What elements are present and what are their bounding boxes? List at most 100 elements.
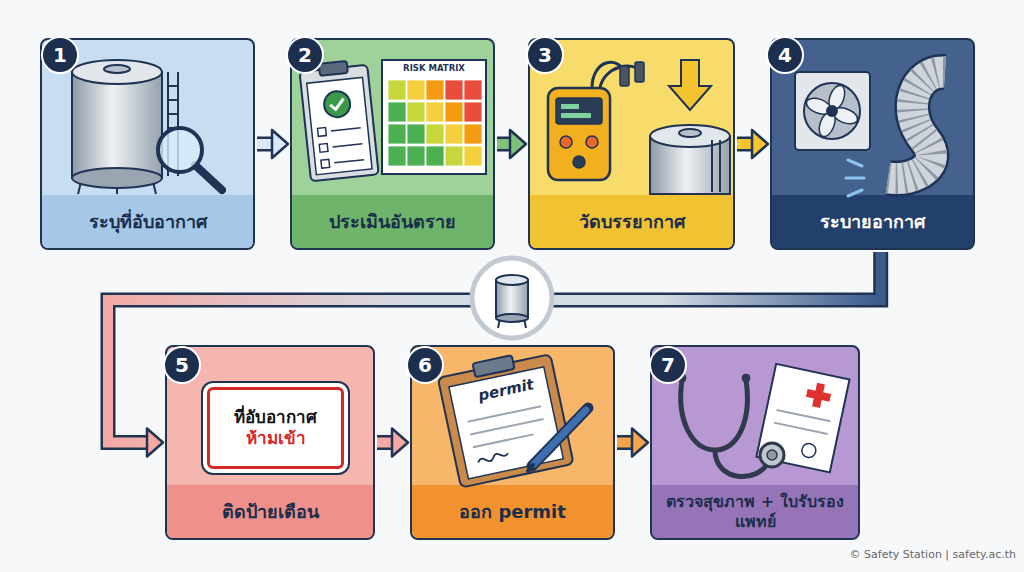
step-label: ระบายอากาศ [810,211,935,233]
arrow-outline [377,435,392,450]
tank-icon [72,60,178,194]
airflow-marks [846,177,864,180]
arrow-body [257,139,272,149]
callout-number: 1 [41,36,79,74]
arrow-body [737,139,752,149]
tank-icon [167,72,169,176]
permit-clipboard [449,367,563,479]
step-label: ประเมินอันตราย [319,211,466,233]
arrow-outline [497,137,510,152]
label-band: ตรวจสุขภาพ + ใบรับรองแพทย์ [652,485,858,538]
medical-certificate [801,442,818,459]
risk-matrix-cells [426,80,444,100]
risk-matrix-cells [464,102,482,122]
risk-matrix-cells [426,102,444,122]
flow-arrow [617,429,648,457]
tank-icon [168,85,178,87]
tank-icon [177,72,179,176]
step-box: ระบุที่อับอากาศ [40,38,255,250]
gas-detector [635,62,644,82]
tank-icon [679,129,701,137]
tank-icon [72,60,162,84]
risk-matrix-cells [388,124,406,144]
gas-detector [620,66,629,86]
arrow-outline [617,435,632,450]
flexible-duct [888,72,945,179]
flexible-duct [888,72,945,179]
gas-detector [600,66,640,88]
permit-clipboard [470,419,543,435]
checklist-clipboard [321,159,330,168]
ventilation-fan [831,105,860,127]
label-band: วัดบรรยากาศ [530,195,733,248]
medical-certificate [756,364,849,473]
risk-matrix-cells [445,80,463,100]
matrix-title: RISK MATRIX [384,63,484,73]
checklist-clipboard [319,143,328,152]
arrow-head [147,429,163,457]
ventilation-fan [804,95,833,117]
label-band: ออก permit [412,485,613,538]
flow-arrow [257,130,288,158]
callout-number: 2 [286,36,324,74]
checklist-clipboard [331,128,361,131]
risk-matrix-cells [445,102,463,122]
airflow-marks [846,160,864,196]
permit-clipboard [477,452,509,464]
tank-badge [496,275,528,285]
risk-matrix [382,60,486,174]
gas-detector [592,62,626,88]
gas-detector [548,88,610,180]
checklist-clipboard [300,65,379,182]
gas-detector [548,62,644,180]
risk-matrix [382,60,486,174]
permit-clipboard [473,355,515,377]
risk-matrix-cells [445,124,463,144]
tank-icon [116,186,118,194]
risk-matrix-cells [464,146,482,166]
risk-matrix-cells [388,102,406,122]
step-label: ออก permit [449,501,576,523]
medical-certificate [774,423,828,434]
arrow-head [392,429,408,457]
medical-certificate [756,364,849,473]
ventilation-fan [816,110,838,139]
watermark: © Safety Station | safety.ac.th [790,548,1016,561]
stethoscope [760,443,784,467]
checklist-clipboard [330,98,345,109]
pen-icon [532,408,588,466]
flexible-duct [888,72,945,179]
ventilation-fan [804,83,860,139]
arrow-body [617,438,632,448]
risk-matrix-cells [388,146,406,166]
checklist-clipboard [319,61,348,76]
tank-icon [650,125,730,194]
gas-detector [560,136,572,148]
down-arrow [669,60,711,110]
risk-matrix-cells [407,146,425,166]
permit-clipboard [473,434,534,447]
ventilation-fan [826,83,848,112]
risk-matrix-cells [388,80,406,100]
flow-arrow [377,429,408,457]
airflow-marks [848,160,862,166]
tank-icon [711,140,713,192]
tank-badge [496,280,528,318]
step-label: ตรวจสุขภาพ + ใบรับรองแพทย์ [652,492,858,530]
risk-matrix-cells [407,124,425,144]
tank-badge [472,258,552,338]
gas-detector [586,136,598,148]
tank-icon [168,127,178,129]
checklist-clipboard [333,144,363,147]
tank-badge [498,318,500,328]
tank-icon [168,99,178,101]
medical-certificate [806,389,831,402]
ventilation-fan [827,106,837,116]
arrow-head [632,429,648,457]
tank-icon [719,140,721,192]
gas-detector [561,104,579,109]
warning-sign: ที่อับอากาศห้ามเข้า [207,387,344,469]
label-band: ติดป้ายเตือน [167,485,373,538]
